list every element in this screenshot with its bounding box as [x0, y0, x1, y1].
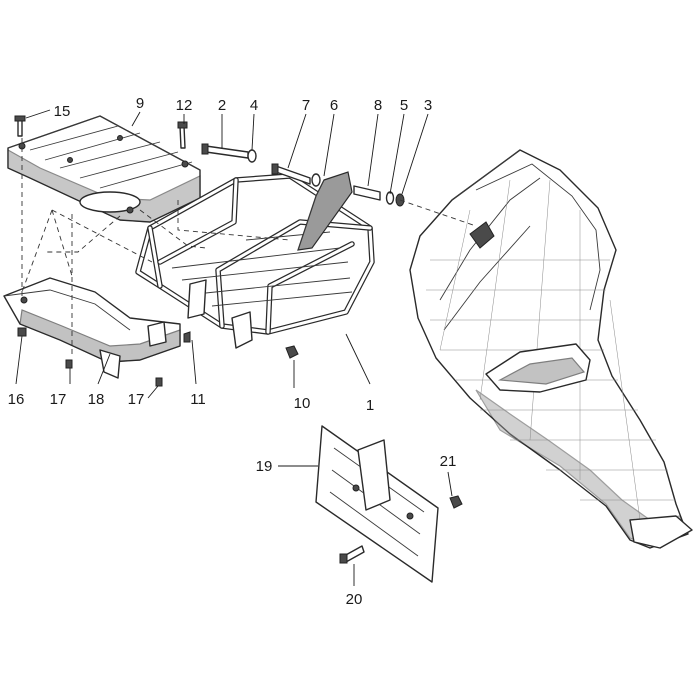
callout-9: 9 — [136, 95, 144, 112]
callout-6: 6 — [330, 97, 338, 114]
callout-1: 1 — [366, 397, 374, 414]
leader-lines — [15, 109, 453, 586]
callout-4: 4 — [250, 97, 258, 114]
callout-5: 5 — [400, 97, 408, 114]
callout-11: 11 — [190, 391, 206, 408]
side-bracket-part-6 — [297, 171, 353, 251]
assembly-lines — [21, 138, 477, 356]
plate-holder-part-19 — [315, 425, 463, 583]
callout-15: 15 — [54, 103, 71, 120]
callout-19: 19 — [256, 458, 273, 475]
callout-17-right: 17 — [128, 391, 145, 408]
callout-17-left: 17 — [50, 391, 67, 408]
callout-20: 20 — [346, 591, 363, 608]
callout-16: 16 — [8, 391, 25, 408]
callout-8: 8 — [374, 97, 382, 114]
luggage-plate-part-9 — [7, 115, 201, 223]
callout-3: 3 — [424, 97, 432, 114]
callout-18: 18 — [88, 391, 105, 408]
lower-bracket-part-18 — [3, 277, 181, 379]
carrier-frame-part-1 — [135, 173, 375, 349]
callout-21: 21 — [440, 453, 457, 470]
callout-labels: 1 2 3 4 5 6 7 8 9 10 11 12 15 16 17 17 1… — [8, 95, 457, 608]
callout-2: 2 — [218, 97, 226, 114]
callout-7: 7 — [302, 97, 310, 114]
front-shield-panel — [409, 149, 693, 549]
callout-10: 10 — [294, 395, 311, 412]
callout-12: 12 — [176, 97, 193, 114]
fasteners — [14, 115, 405, 387]
